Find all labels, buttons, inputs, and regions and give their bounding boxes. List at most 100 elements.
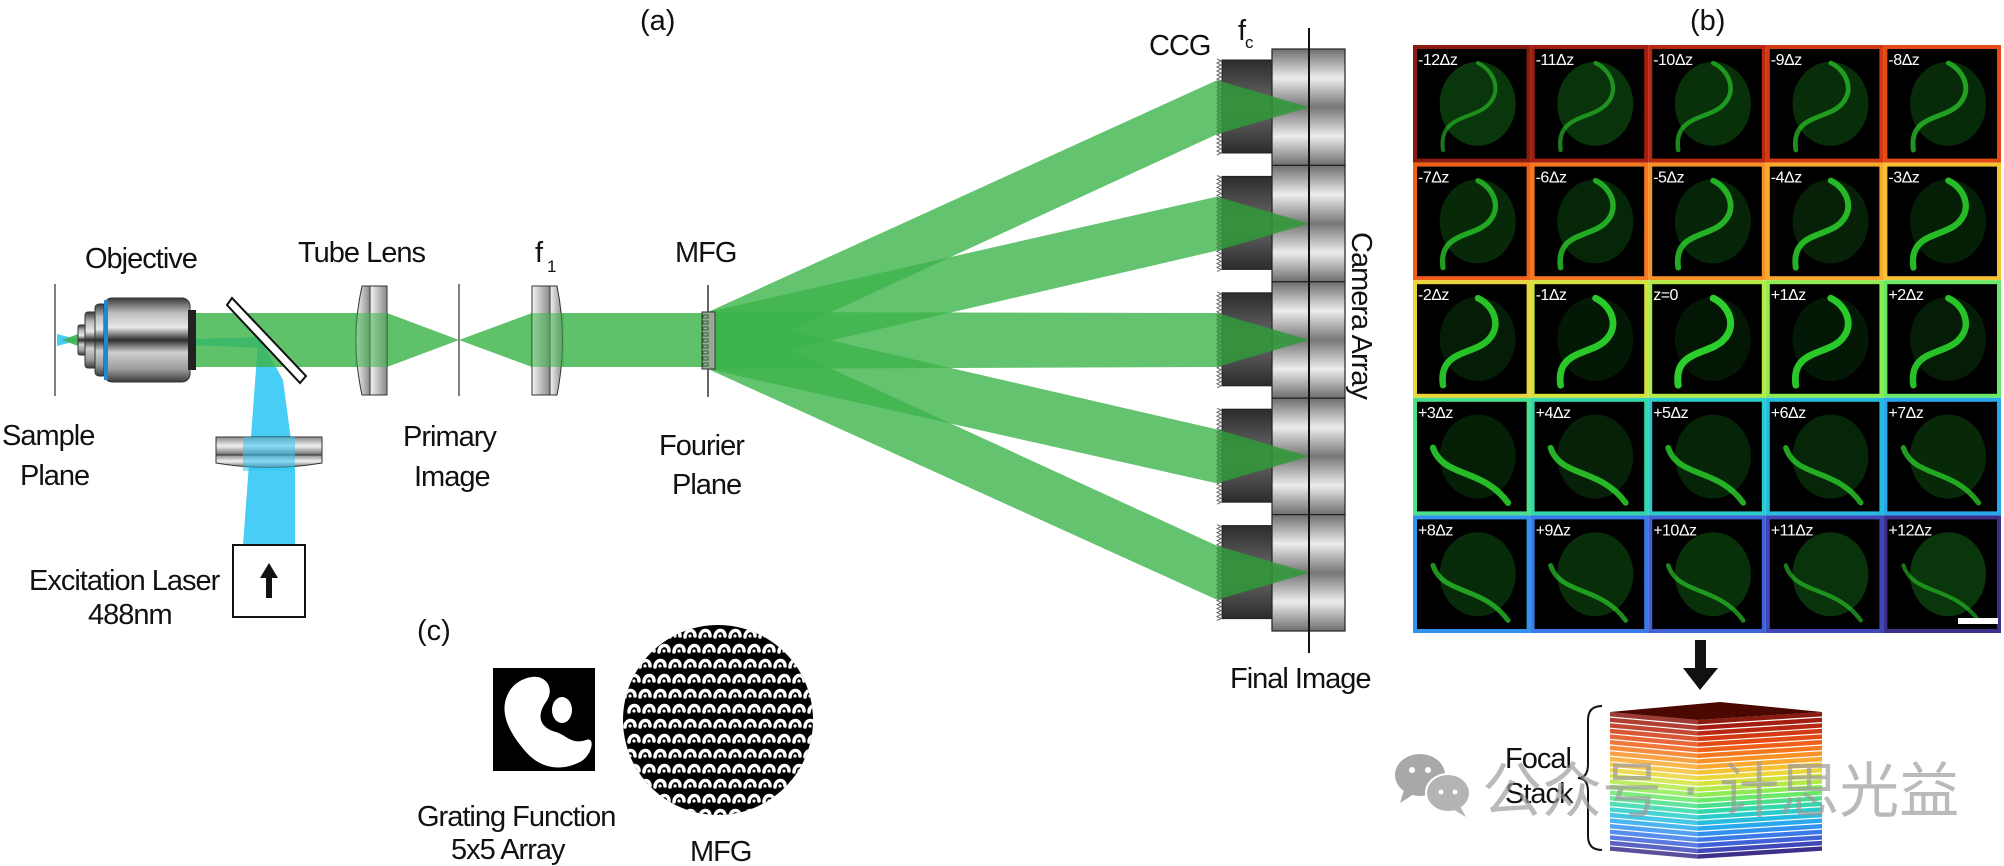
stack-layer-left	[1610, 712, 1698, 725]
mfg-pattern-dot	[748, 664, 752, 668]
z-slice-frame	[1413, 162, 1531, 281]
focusing-cone	[1217, 545, 1309, 600]
z-slice-label: -1Δz	[1536, 287, 1567, 304]
stack-layer-left	[1610, 723, 1698, 736]
panel-a: (a)	[2, 5, 1377, 695]
stack-layer-right	[1698, 779, 1822, 792]
mfg-pattern-dot	[658, 694, 662, 698]
mfg-pattern-element	[732, 643, 746, 654]
mfg-pattern-dot	[722, 799, 726, 803]
mfg-pattern-dot	[808, 814, 812, 815]
mfg-pattern-element	[702, 763, 716, 774]
mfg-grating-tooth	[702, 362, 709, 367]
z-slice-cell: -4Δz	[1765, 162, 1884, 281]
mfg-pattern-dot	[752, 709, 756, 713]
stack-layer-left	[1610, 768, 1698, 781]
mfg-pattern-element	[713, 808, 727, 815]
watermark-text: 公众号 · 计思光益	[1482, 757, 1959, 827]
mfg-pattern-element	[638, 778, 652, 789]
mfg-pattern-element	[698, 778, 712, 789]
z-slice-cell: z=0	[1648, 280, 1766, 398]
z-slice-frame	[1530, 397, 1649, 516]
mfg-pattern-dot	[733, 724, 737, 728]
mfg-pattern-dot	[767, 769, 771, 773]
worm-body	[1793, 60, 1851, 153]
mfg-pattern-dot	[782, 799, 786, 803]
wechat-icon	[1395, 754, 1471, 817]
mfg-pattern-element	[672, 793, 686, 804]
mfg-grating-tooth	[702, 344, 709, 349]
mfg-pattern-element	[747, 763, 761, 774]
worm-haze	[1439, 414, 1516, 499]
mfg-pattern-dot	[673, 634, 677, 638]
stack-layer-left	[1610, 762, 1698, 775]
mfg-pattern-element	[713, 718, 727, 729]
worm-haze	[1674, 297, 1751, 381]
mfg-pattern-dot	[767, 739, 771, 743]
stack-layer-left	[1610, 829, 1698, 842]
worm-haze	[1910, 61, 1987, 146]
mfg-pattern-element	[638, 628, 652, 639]
worm-body	[1547, 444, 1629, 506]
mfg-pattern-dot	[793, 754, 797, 758]
worm-haze	[1910, 179, 1987, 264]
z-slice-label: -3Δz	[1888, 170, 1919, 187]
mfg-pattern-element	[668, 808, 682, 815]
mfg-pattern-element	[657, 703, 671, 714]
mfg-pattern-element	[668, 718, 682, 729]
diffracted-beam	[708, 312, 1217, 484]
mfg-pattern-element	[788, 688, 802, 699]
z-slice-label: +9Δz	[1536, 522, 1571, 539]
mfg-pattern-dot	[707, 649, 711, 653]
mfg-pattern-element	[653, 748, 667, 759]
z-slice-cell: -2Δz	[1413, 280, 1531, 398]
z-slice-label: +8Δz	[1418, 522, 1453, 539]
mfg-pattern-element	[717, 793, 731, 804]
stack-layer-right	[1698, 745, 1822, 758]
mfg-pattern-dot	[632, 769, 636, 773]
mfg-pattern-element	[762, 733, 776, 744]
z-slice-frame	[1413, 515, 1531, 634]
mfg-pattern-element	[747, 643, 761, 654]
z-slice-cell: -11Δz	[1530, 45, 1649, 163]
stack-layer-right	[1698, 740, 1822, 753]
mfg-pattern-dot	[718, 634, 722, 638]
z-slice-cell: +1Δz	[1765, 280, 1884, 398]
mfg-pattern-element	[638, 748, 652, 759]
z-slice-cell: -10Δz	[1648, 45, 1766, 163]
z-slice-cell: +3Δz	[1413, 397, 1531, 516]
mfg-pattern-element	[627, 643, 641, 654]
worm-haze	[1910, 414, 1987, 499]
mfg-pattern-dot	[812, 769, 813, 773]
fc-label-main: f	[1238, 15, 1247, 47]
mfg-pattern-dot	[677, 709, 681, 713]
mfg-pattern-element	[627, 763, 641, 774]
mfg-pattern-element	[623, 658, 637, 669]
mfg-pattern-dot	[733, 634, 737, 638]
worm-haze	[1792, 61, 1869, 146]
mfg-pattern-element	[687, 733, 701, 744]
z-slice-label: -9Δz	[1771, 52, 1802, 69]
mfg-pattern-element	[683, 718, 697, 729]
mfg-pattern-dot	[763, 814, 767, 815]
mfg-pattern-element	[717, 703, 731, 714]
mfg-pattern-label: MFG	[690, 836, 751, 866]
mfg-pattern-dot	[662, 739, 666, 743]
mfg-pattern-dot	[737, 799, 741, 803]
worm-body	[1675, 60, 1733, 153]
mfg-pattern-dot	[662, 649, 666, 653]
mfg-pattern-dot	[673, 694, 677, 698]
mfg-pattern-dot	[647, 739, 651, 743]
mfg-pattern-element	[687, 673, 701, 684]
mfg-pattern-image	[623, 625, 813, 815]
mfg-pattern-element	[773, 778, 787, 789]
mfg-pattern-dot	[628, 754, 632, 758]
mfg-pattern-dot	[632, 679, 636, 683]
mfg-pattern-dot	[808, 784, 812, 788]
z-slice-cell: -5Δz	[1648, 162, 1766, 281]
worm-body	[1429, 444, 1512, 506]
mfg-pattern-element	[758, 748, 772, 759]
z-slice-frame	[1530, 280, 1649, 398]
mfg-pattern-element	[762, 673, 776, 684]
mfg-pattern-element	[683, 808, 697, 815]
